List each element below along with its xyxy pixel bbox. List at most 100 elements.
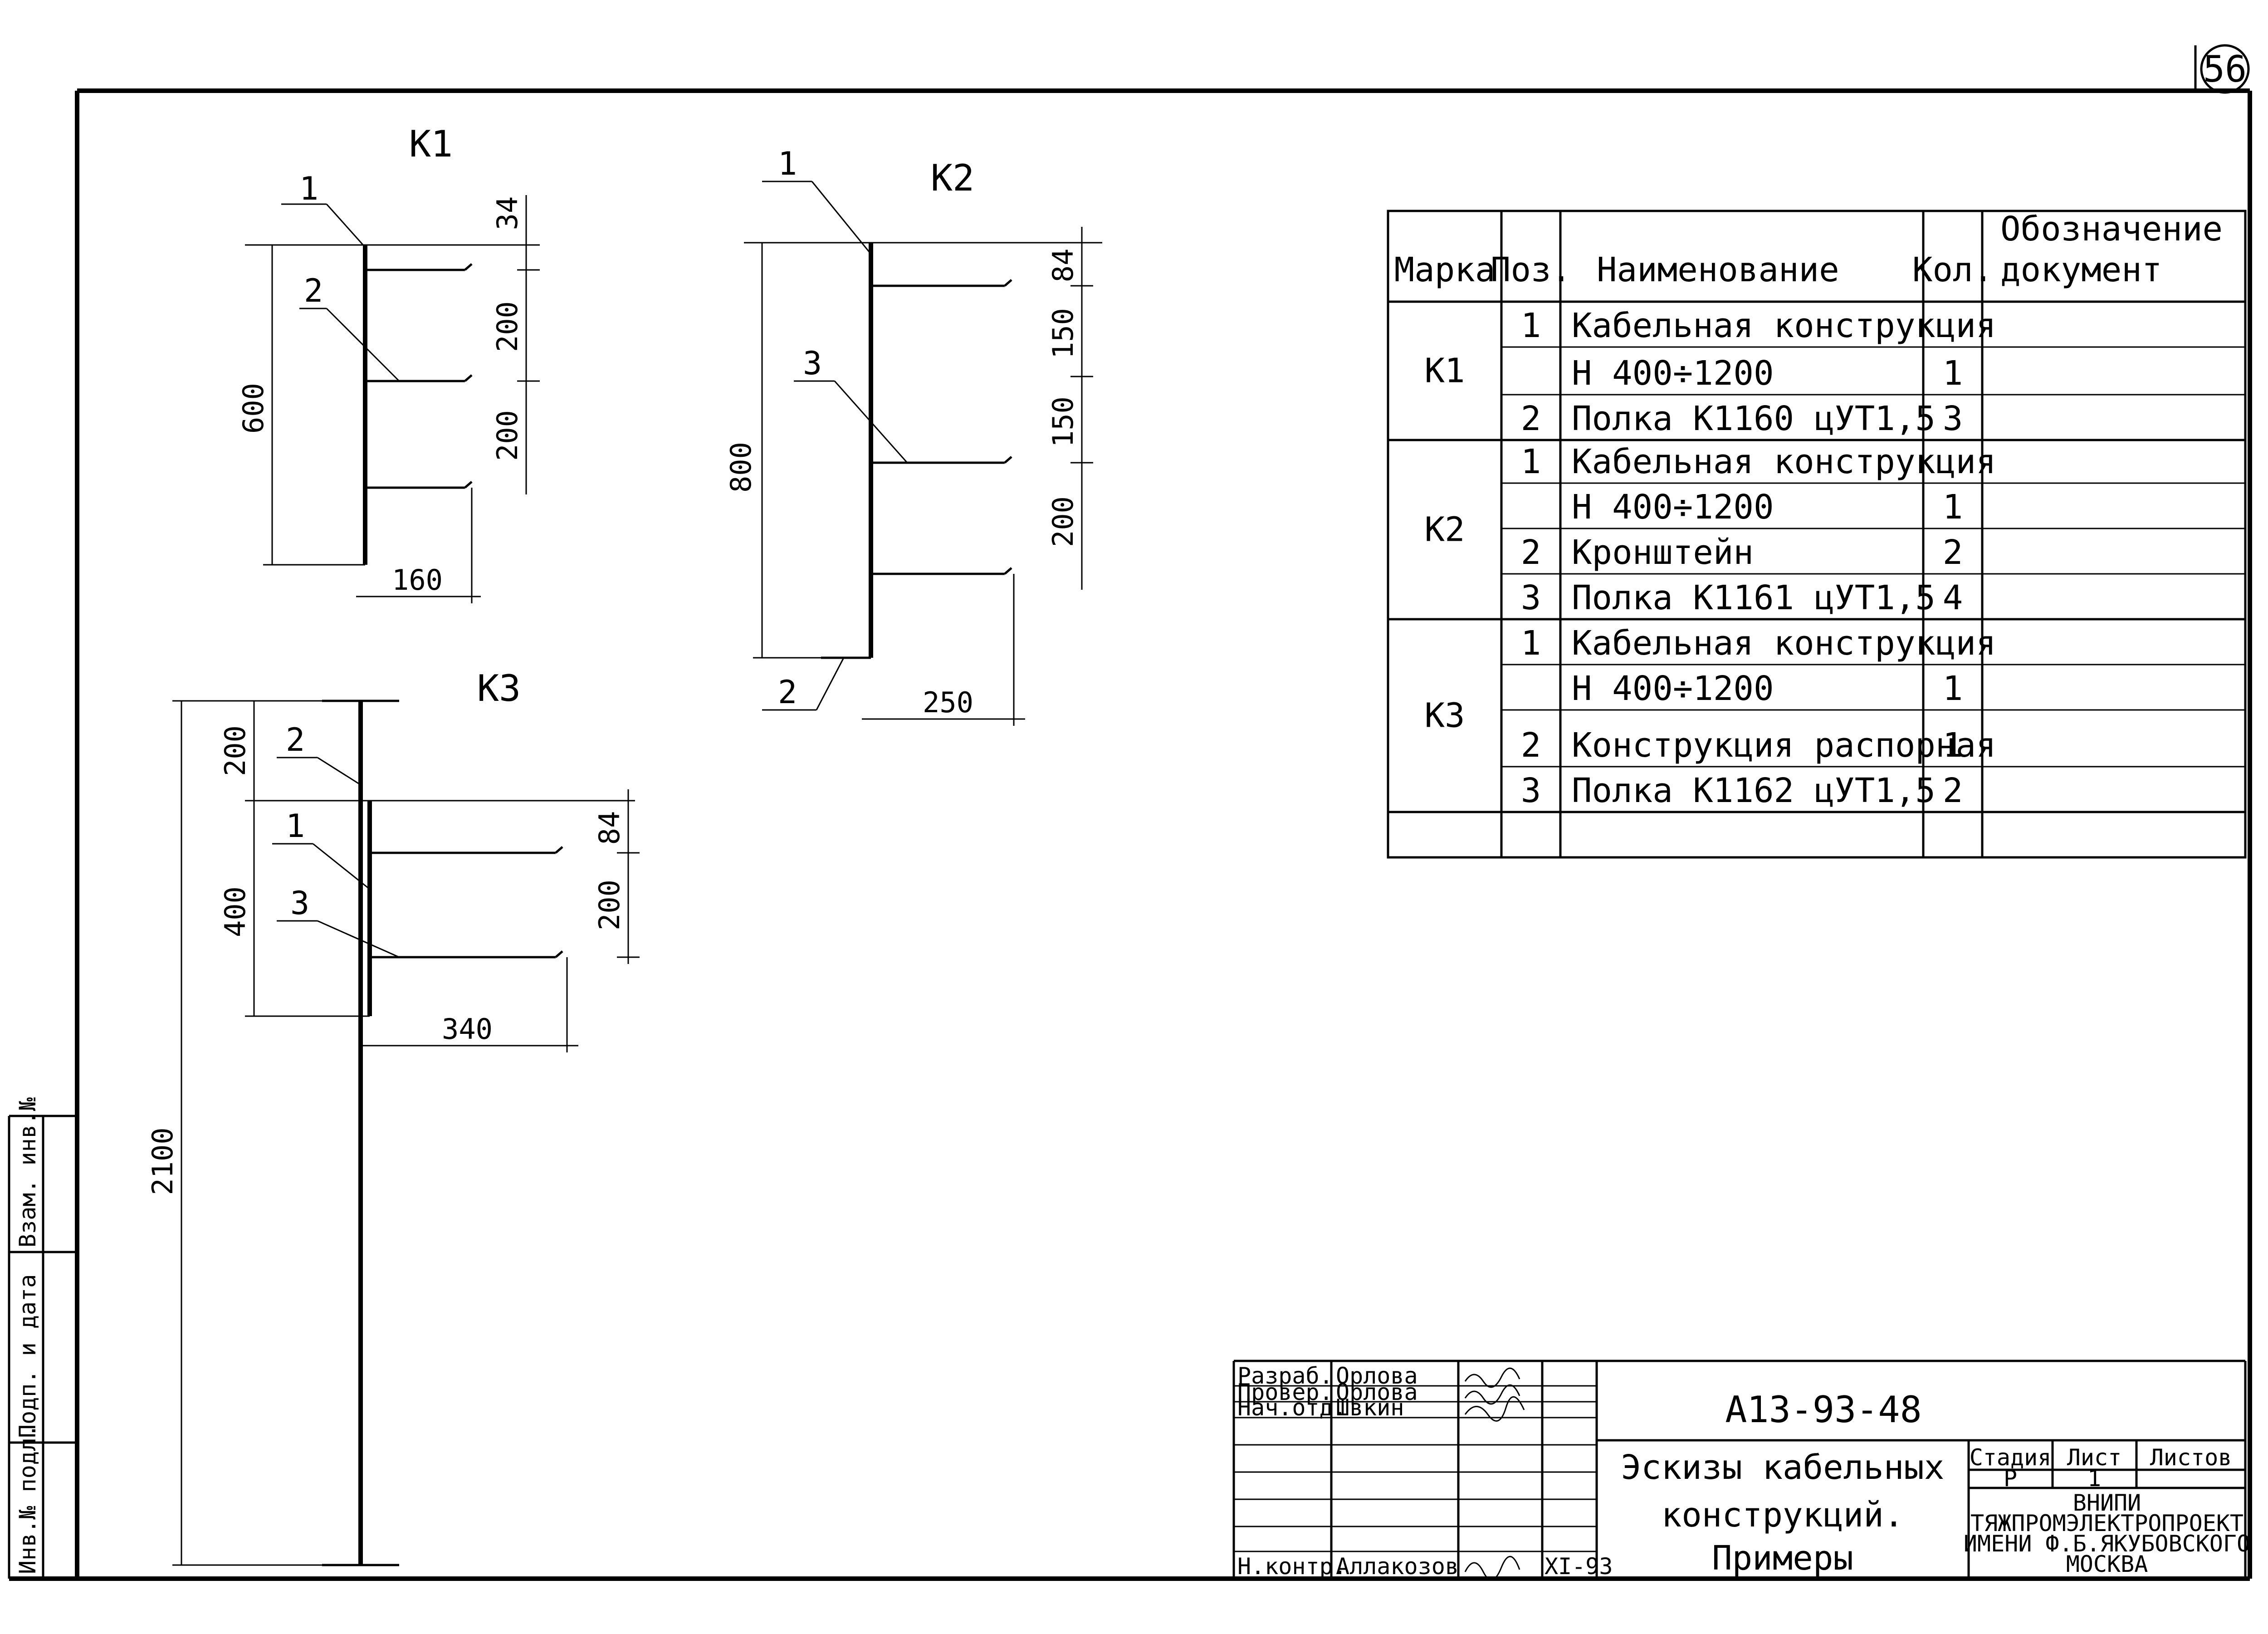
k1-pos-2: 2 xyxy=(304,272,323,309)
side-stamp-inv: Инв.№ подл. xyxy=(15,1424,41,1574)
spec-header-qty: Кол. xyxy=(1912,250,1993,289)
title-block: Разраб. Орлова Провер. Орлова Нач.отд. Ш… xyxy=(1232,1360,2250,1581)
tb-stage-label: Стадия xyxy=(1970,1444,2052,1471)
spec-cell-qty: 4 xyxy=(1943,578,1963,617)
spec-cell-qty: 1 xyxy=(1943,726,1963,765)
k3-dim-200-top: 200 xyxy=(219,725,252,776)
tb-document-code: А13-93-48 xyxy=(1725,1389,1921,1431)
k3-dim-width: 340 xyxy=(442,1013,493,1046)
spec-cell-name: Полка К1160 цУТ1,5 xyxy=(1572,399,1936,438)
k2-dim-height: 800 xyxy=(724,442,758,493)
k2-title: К2 xyxy=(931,157,974,199)
tb-role-head: Нач.отд. xyxy=(1237,1394,1347,1421)
tb-name-head: Швкин xyxy=(1336,1394,1404,1421)
spec-cell-qty: 1 xyxy=(1943,669,1963,708)
k3-dim-84: 84 xyxy=(593,811,626,845)
tb-org-4: МОСКВА xyxy=(2066,1551,2148,1577)
k2-dim-150a: 150 xyxy=(1046,308,1080,359)
spec-table: Марка Поз. Наименование Кол. Обозначение… xyxy=(1387,210,2247,859)
spec-cell-qty: 2 xyxy=(1943,533,1963,572)
spec-mark-3: К3 xyxy=(1424,696,1465,735)
spec-cell-pos: 1 xyxy=(1521,442,1541,481)
spec-cell-pos: 2 xyxy=(1521,399,1541,438)
tb-date: XI-93 xyxy=(1545,1553,1613,1580)
tb-role-normcontrol: Н.контр. xyxy=(1237,1553,1347,1580)
k2-dim-84: 84 xyxy=(1046,249,1080,283)
k2-pos-2: 2 xyxy=(778,674,797,711)
sketch-k1: К1 600 34 200 200 160 1 2 xyxy=(237,123,540,603)
spec-cell-name: Кронштейн xyxy=(1572,533,1754,572)
spec-cell-pos: 1 xyxy=(1521,306,1541,345)
k3-pos-2: 2 xyxy=(286,721,305,758)
side-stamp-sign: Подп. и дата xyxy=(15,1274,41,1438)
k1-dim-34: 34 xyxy=(491,196,524,230)
spec-cell-qty: 3 xyxy=(1943,399,1963,438)
k2-dim-width: 250 xyxy=(923,686,973,719)
tb-org-1: ВНИПИ xyxy=(2073,1490,2141,1516)
k2-dim-150b: 150 xyxy=(1046,396,1080,447)
drawing-frame xyxy=(9,88,2252,1581)
tb-sheet-value: 1 xyxy=(2087,1465,2101,1492)
spec-header-name: Наименование xyxy=(1597,250,1839,289)
sheet-number: 56 xyxy=(2194,44,2250,94)
k2-pos-3: 3 xyxy=(803,345,822,382)
spec-header-doc-2: документ xyxy=(2000,250,2162,289)
sheet-number-text: 56 xyxy=(2203,48,2247,90)
tb-role-developer: Разраб. xyxy=(1237,1363,1333,1389)
sketch-k3: К3 2100 200 400 84 200 340 2 1 3 xyxy=(146,667,640,1566)
k3-dim-400: 400 xyxy=(219,886,252,937)
k3-dim-total: 2100 xyxy=(146,1127,179,1195)
spec-cell-name: Н 400÷1200 xyxy=(1572,669,1774,708)
tb-title-line-3: Примеры xyxy=(1712,1539,1853,1578)
spec-cell-pos: 1 xyxy=(1521,624,1541,663)
side-stamp: Инв.№ подл. Подп. и дата Взам. инв.№ xyxy=(8,1097,77,1579)
tb-sheets-label: Листов xyxy=(2150,1444,2232,1471)
spec-cell-qty: 2 xyxy=(1943,771,1963,810)
tb-name-developer: Орлова xyxy=(1336,1363,1418,1389)
spec-cell-pos: 3 xyxy=(1521,578,1541,617)
k3-title: К3 xyxy=(477,667,521,709)
spec-cell-name: Кабельная конструкция xyxy=(1572,624,1996,663)
spec-header-doc-1: Обозначение xyxy=(2000,210,2223,249)
k3-pos-1: 1 xyxy=(286,807,305,845)
k1-dim-200b: 200 xyxy=(491,410,524,461)
tb-sheet-label: Лист xyxy=(2067,1444,2121,1471)
k2-pos-1: 1 xyxy=(778,145,797,182)
spec-cell-qty: 1 xyxy=(1943,488,1963,527)
k1-dim-height: 600 xyxy=(237,383,270,434)
k1-dim-width: 160 xyxy=(392,563,443,597)
spec-cell-pos: 3 xyxy=(1521,771,1541,810)
k2-dim-200: 200 xyxy=(1046,496,1080,547)
tb-org-2: ТЯЖПРОМЭЛЕКТРОПРОЕКТ xyxy=(1970,1510,2244,1536)
spec-cell-name: Кабельная конструкция xyxy=(1572,442,1996,481)
spec-cell-name: Н 400÷1200 xyxy=(1572,354,1774,393)
signatures xyxy=(1464,1367,1525,1581)
spec-mark-1: К1 xyxy=(1424,352,1465,391)
spec-cell-name: Полка К1161 цУТ1,5 xyxy=(1572,578,1936,617)
k3-pos-3: 3 xyxy=(290,885,309,922)
tb-title-line-2: конструкций. xyxy=(1662,1496,1904,1535)
spec-cell-name: Кабельная конструкция xyxy=(1572,306,1996,345)
spec-cell-pos: 2 xyxy=(1521,533,1541,572)
tb-name-checker: Орлова xyxy=(1336,1379,1418,1405)
spec-cell-qty: 1 xyxy=(1943,354,1963,393)
spec-cell-name: Н 400÷1200 xyxy=(1572,488,1774,527)
spec-mark-2: К2 xyxy=(1424,510,1465,549)
k1-pos-1: 1 xyxy=(299,170,318,207)
k1-title: К1 xyxy=(409,123,453,165)
spec-cell-name: Полка К1162 цУТ1,5 xyxy=(1572,771,1936,810)
spec-header-pos: Поз. xyxy=(1491,250,1571,289)
k1-dim-200a: 200 xyxy=(491,301,524,352)
spec-header-mark: Марка xyxy=(1394,250,1496,289)
tb-name-normcontrol: Аллакозов xyxy=(1336,1553,1459,1580)
sketch-k2: К2 800 84 150 150 200 250 1 3 2 xyxy=(724,145,1102,726)
side-stamp-replace: Взам. инв.№ xyxy=(15,1097,41,1248)
spec-cell-name: Конструкция распорная xyxy=(1572,726,1996,765)
k3-dim-200: 200 xyxy=(593,880,626,930)
tb-org-3: ИМЕНИ Ф.Б.ЯКУБОВСКОГО xyxy=(1964,1531,2250,1557)
tb-stage-value: Р xyxy=(2004,1465,2017,1492)
tb-title-line-1: Эскизы кабельных xyxy=(1621,1448,1945,1487)
spec-cell-pos: 2 xyxy=(1521,726,1541,765)
